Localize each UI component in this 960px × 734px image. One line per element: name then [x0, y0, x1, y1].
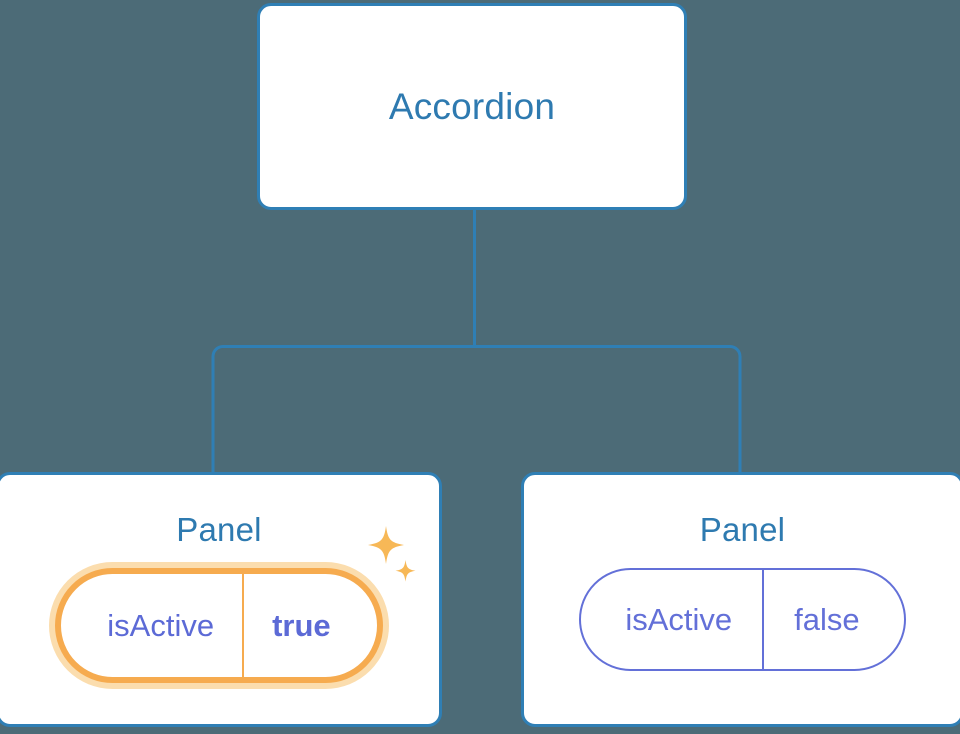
prop-pill-isactive[interactable]: isActive false	[579, 568, 906, 671]
prop-value: false	[762, 570, 903, 669]
prop-name: isActive	[625, 602, 733, 637]
prop-pill-isactive[interactable]: isActive true	[55, 568, 383, 683]
node-accordion[interactable]: Accordion	[257, 3, 687, 210]
connector-branch-right	[474, 345, 742, 474]
node-panel-active[interactable]: Panel isActive true	[0, 472, 442, 727]
connector-branch-left	[211, 345, 475, 474]
node-title: Accordion	[388, 86, 556, 127]
node-title: Panel	[176, 511, 262, 548]
prop-name: isActive	[107, 608, 215, 643]
sparkle-icon	[367, 526, 416, 582]
prop-value: true	[242, 574, 377, 677]
node-panel-inactive[interactable]: Panel isActive false	[521, 472, 960, 727]
node-title: Panel	[699, 511, 786, 548]
prop-pill-wrapper: isActive true	[55, 526, 416, 683]
prop-pill-wrapper: isActive false	[579, 568, 906, 671]
